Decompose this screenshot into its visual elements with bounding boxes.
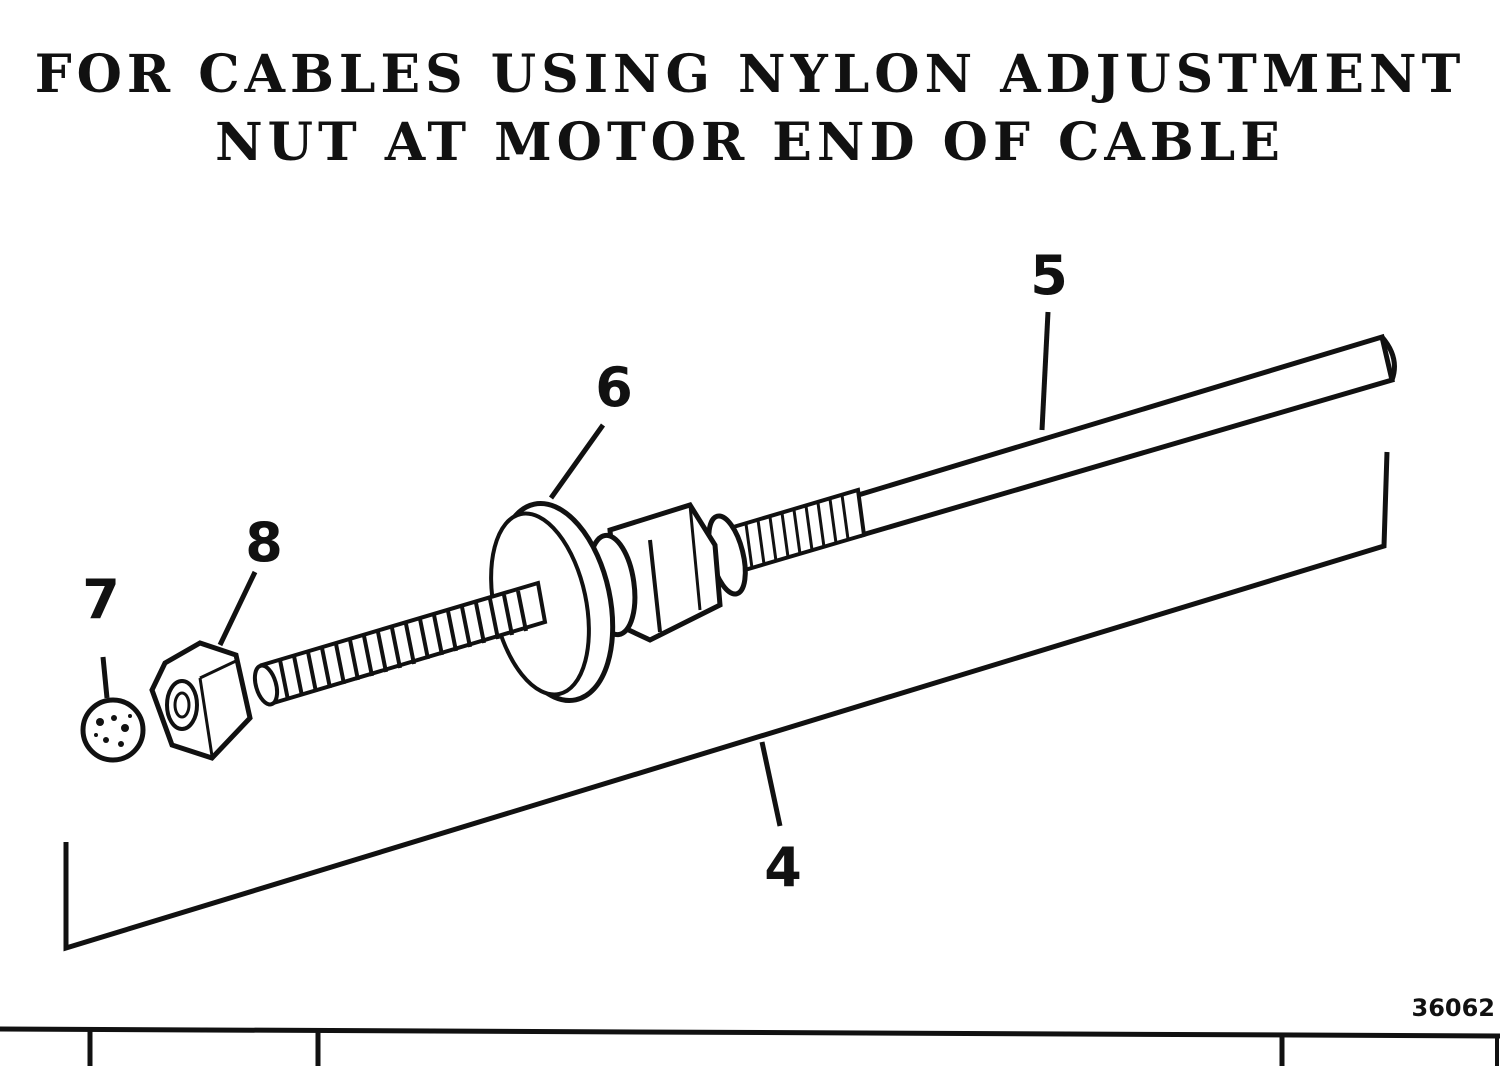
hex-nut: [149, 640, 253, 761]
leader-line-4: [759, 741, 783, 827]
cable-rod: [852, 333, 1397, 539]
drawing-code: 36062: [1412, 994, 1496, 1022]
threaded-stud: [252, 580, 548, 707]
leader-line-8: [217, 570, 258, 647]
leader-line-6: [548, 423, 606, 500]
parts-table-frame: [0, 1026, 1500, 1066]
leader-line-7: [100, 656, 110, 699]
callout-7: 7: [82, 568, 120, 631]
assembly-bracket: [63, 451, 1390, 952]
nylon-insert: [80, 697, 146, 763]
callout-4: 4: [764, 836, 802, 899]
diagram-title-line-1: FOR CABLES USING NYLON ADJUSTMENT: [34, 44, 1466, 105]
rod-threads: [727, 487, 867, 575]
callout-5: 5: [1030, 244, 1068, 307]
callout-6: 6: [595, 356, 633, 419]
callout-8: 8: [245, 511, 283, 574]
diagram-title-line-2: NUT AT MOTOR END OF CABLE: [215, 112, 1285, 173]
leader-line-5: [1039, 311, 1051, 431]
